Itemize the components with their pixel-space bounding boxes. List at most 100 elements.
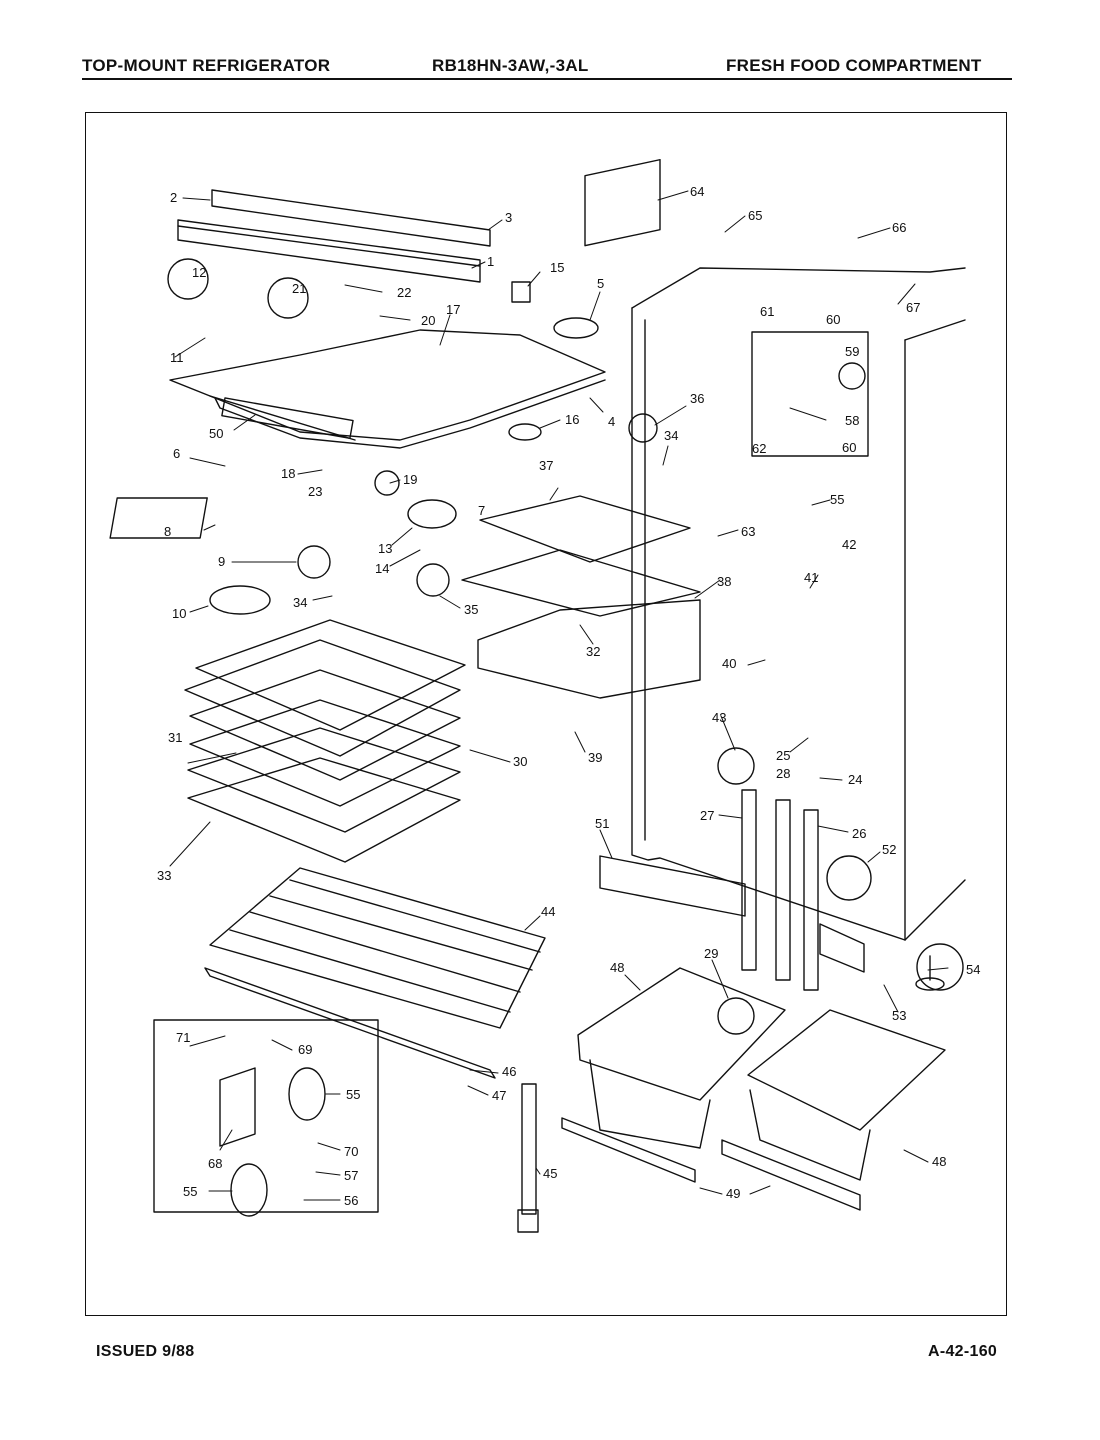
callout-labels: 2 3 1 15 12 21 22 20 11 17 5 4 50 16 6 1… [157,184,980,1208]
callout-55-inset-top: 55 [346,1087,360,1102]
callout-18: 18 [281,466,295,481]
callout-45: 45 [543,1166,557,1181]
callout-8: 8 [164,524,171,539]
callout-16: 16 [565,412,579,427]
callout-11: 11 [170,350,184,365]
glass-shelves [184,619,466,863]
callout-65: 65 [748,208,762,223]
header-model-type: TOP-MOUNT REFRIGERATOR [82,56,331,75]
callout-35: 35 [464,602,478,617]
callout-2: 2 [170,190,177,205]
callout-4: 4 [608,414,615,429]
callout-6: 6 [173,446,180,461]
header-section-title: FRESH FOOD COMPARTMENT [726,56,982,75]
leader-lines [169,190,949,1201]
cabinet-liner [631,267,966,941]
callout-36: 36 [690,391,704,406]
callout-38: 38 [717,574,731,589]
vegetable-drawers [561,967,946,1211]
callout-23: 23 [308,484,322,499]
callout-13: 13 [378,541,392,556]
callout-48-left: 48 [610,960,624,975]
callout-26: 26 [852,826,866,841]
callout-70: 70 [344,1144,358,1159]
callout-66: 66 [892,220,906,235]
callout-48-right: 48 [932,1154,946,1169]
shelf-pilasters [741,789,819,991]
callout-62: 62 [752,441,766,456]
callout-3: 3 [505,210,512,225]
callout-21: 21 [292,281,306,296]
callout-24: 24 [848,772,862,787]
callout-46: 46 [502,1064,516,1079]
callout-57: 57 [344,1168,358,1183]
callout-5: 5 [597,276,604,291]
header-model-number: RB18HN-3AW,-3AL [432,56,589,75]
callout-44: 44 [541,904,555,919]
callout-40: 40 [722,656,736,671]
callout-55-top: 55 [830,492,844,507]
callout-64: 64 [690,184,704,199]
callout-69: 69 [298,1042,312,1057]
callout-29: 29 [704,946,718,961]
callout-56: 56 [344,1193,358,1208]
callout-60-bottom: 60 [842,440,856,455]
callout-32: 32 [586,644,600,659]
callout-59: 59 [845,344,859,359]
callout-28: 28 [776,766,790,781]
callout-60-top: 60 [826,312,840,327]
callout-15: 15 [550,260,564,275]
callout-17: 17 [446,302,460,317]
callout-47: 47 [492,1088,506,1103]
footer-page-code: A-42-160 [928,1343,998,1360]
callout-50: 50 [209,426,223,441]
callout-1: 1 [487,254,494,269]
callout-34-lower: 34 [293,595,307,610]
callout-39: 39 [588,750,602,765]
callout-55-inset-bottom: 55 [183,1184,197,1199]
callout-51: 51 [595,816,609,831]
diagram-frame [85,112,1007,1316]
callout-10: 10 [172,606,186,621]
callout-12: 12 [192,265,206,280]
callout-58: 58 [845,413,859,428]
callout-63: 63 [741,524,755,539]
callout-25: 25 [776,748,790,763]
crisper-cover-and-drawer [461,495,701,699]
callout-61: 61 [760,304,774,319]
support-rod [517,1083,539,1233]
callout-9: 9 [218,554,225,569]
callout-14: 14 [375,561,389,576]
callout-30: 30 [513,754,527,769]
callout-19: 19 [403,472,417,487]
header-rule [82,78,1012,80]
callout-52: 52 [882,842,896,857]
callout-43: 43 [712,710,726,725]
callout-22: 22 [397,285,411,300]
top-trim-parts [177,189,491,283]
callout-68: 68 [208,1156,222,1171]
callout-53: 53 [892,1008,906,1023]
roller-kit-inset [153,1019,379,1217]
detail-circles [167,258,964,1035]
leveling-leg [915,955,945,991]
control-housing [169,329,606,449]
callout-20: 20 [421,313,435,328]
callout-41: 41 [804,570,818,585]
wire-shelf [204,867,546,1079]
callout-7: 7 [478,503,485,518]
callout-37: 37 [539,458,553,473]
vent-grille [599,855,865,973]
callout-34-upper: 34 [664,428,678,443]
small-parts [109,158,661,615]
callout-33: 33 [157,868,171,883]
callout-67: 67 [906,300,920,315]
callout-71: 71 [176,1030,190,1045]
callout-54: 54 [966,962,980,977]
callout-49: 49 [726,1186,740,1201]
callout-31: 31 [168,730,182,745]
callout-42: 42 [842,537,856,552]
callout-27: 27 [700,808,714,823]
footer-issued-date: ISSUED 9/88 [96,1343,195,1360]
